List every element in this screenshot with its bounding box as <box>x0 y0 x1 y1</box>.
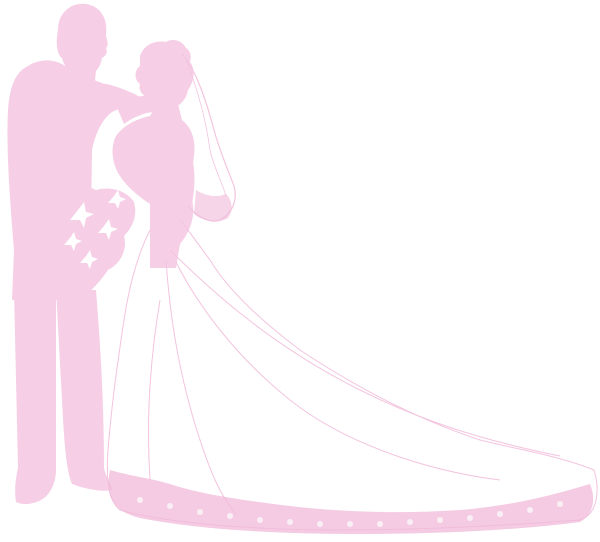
bride-silhouette <box>112 40 195 268</box>
lace-flowers <box>137 497 563 527</box>
bouquet <box>55 186 136 298</box>
veil <box>181 53 236 222</box>
wedding-dress <box>106 219 598 531</box>
